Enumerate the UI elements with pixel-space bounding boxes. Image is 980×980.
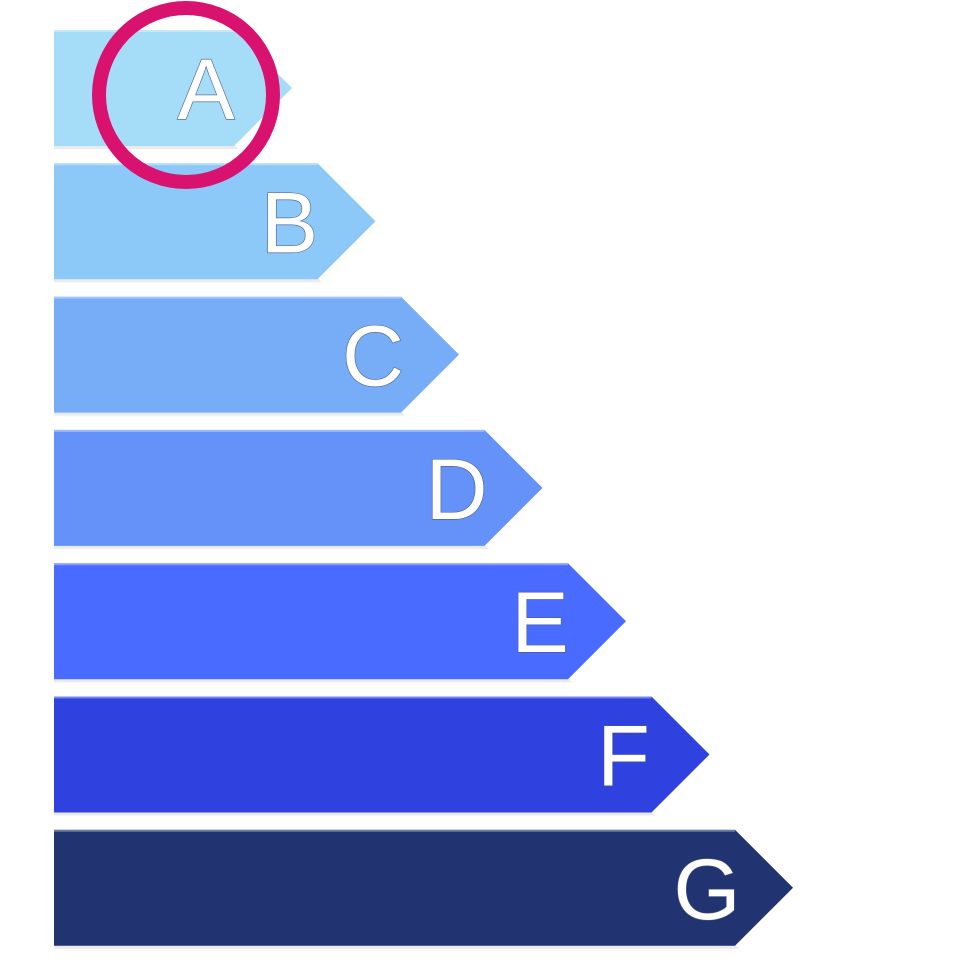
rating-bar-shape	[54, 163, 376, 280]
rating-bar-e: E	[54, 563, 626, 683]
rating-bar-shape	[54, 696, 710, 813]
rating-bar-b: B	[54, 163, 376, 283]
rating-bar-d: D	[54, 429, 543, 549]
grade-letter-b: B	[261, 175, 318, 271]
rating-bar-shape	[54, 563, 626, 680]
rating-bar-shape	[54, 296, 459, 413]
rating-bar-c: C	[54, 296, 459, 416]
grade-letter-c: C	[342, 309, 404, 405]
rating-bar-g: G	[54, 829, 793, 949]
grade-letter-d: D	[425, 442, 487, 538]
rating-bar-shape	[54, 429, 543, 546]
grade-letter-a: A	[177, 42, 235, 138]
grade-letter-e: E	[511, 575, 568, 671]
rating-bar-f: F	[54, 696, 710, 816]
rating-bar-shape	[54, 829, 793, 946]
highlight-circle	[92, 1, 280, 189]
grade-letter-g: G	[674, 842, 741, 938]
grade-letter-f: F	[597, 709, 650, 805]
